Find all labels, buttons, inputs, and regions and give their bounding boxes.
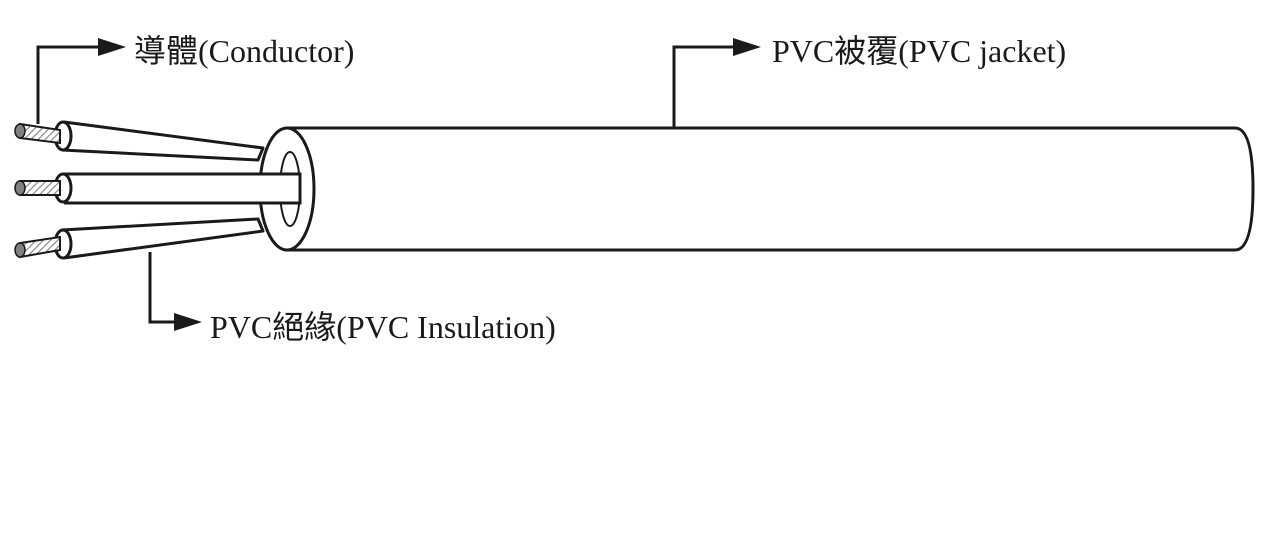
jacket-leader-line <box>672 45 735 128</box>
insulation-callout: PVC絕緣(PVC Insulation) <box>148 252 556 345</box>
conductor-tip-middle <box>14 180 26 196</box>
jacket-label: PVC被覆(PVC jacket) <box>772 33 1066 69</box>
conductor-callout: 導體(Conductor) <box>36 33 354 124</box>
insulated-wire-middle <box>14 172 302 205</box>
jacket-callout: PVC被覆(PVC jacket) <box>672 33 1066 128</box>
conductor-strands-bottom <box>19 235 61 259</box>
conductor-tip-bottom <box>14 242 26 258</box>
conductor-arrowhead <box>98 38 126 56</box>
insulated-wire-top <box>14 120 265 162</box>
conductor-tip-top <box>14 123 26 139</box>
insulation-label: PVC絕緣(PVC Insulation) <box>210 309 556 345</box>
jacket-arrowhead <box>733 38 761 56</box>
conductor-strands-middle <box>19 180 61 196</box>
insulated-wire-bottom <box>14 217 265 260</box>
conductor-label: 導體(Conductor) <box>134 33 354 69</box>
insulation-leader-line <box>148 252 176 324</box>
pvc-jacket <box>258 126 1255 252</box>
insulation-arrowhead <box>174 313 202 331</box>
conductor-strands-top <box>19 122 61 145</box>
conductor-leader-line <box>36 45 100 124</box>
